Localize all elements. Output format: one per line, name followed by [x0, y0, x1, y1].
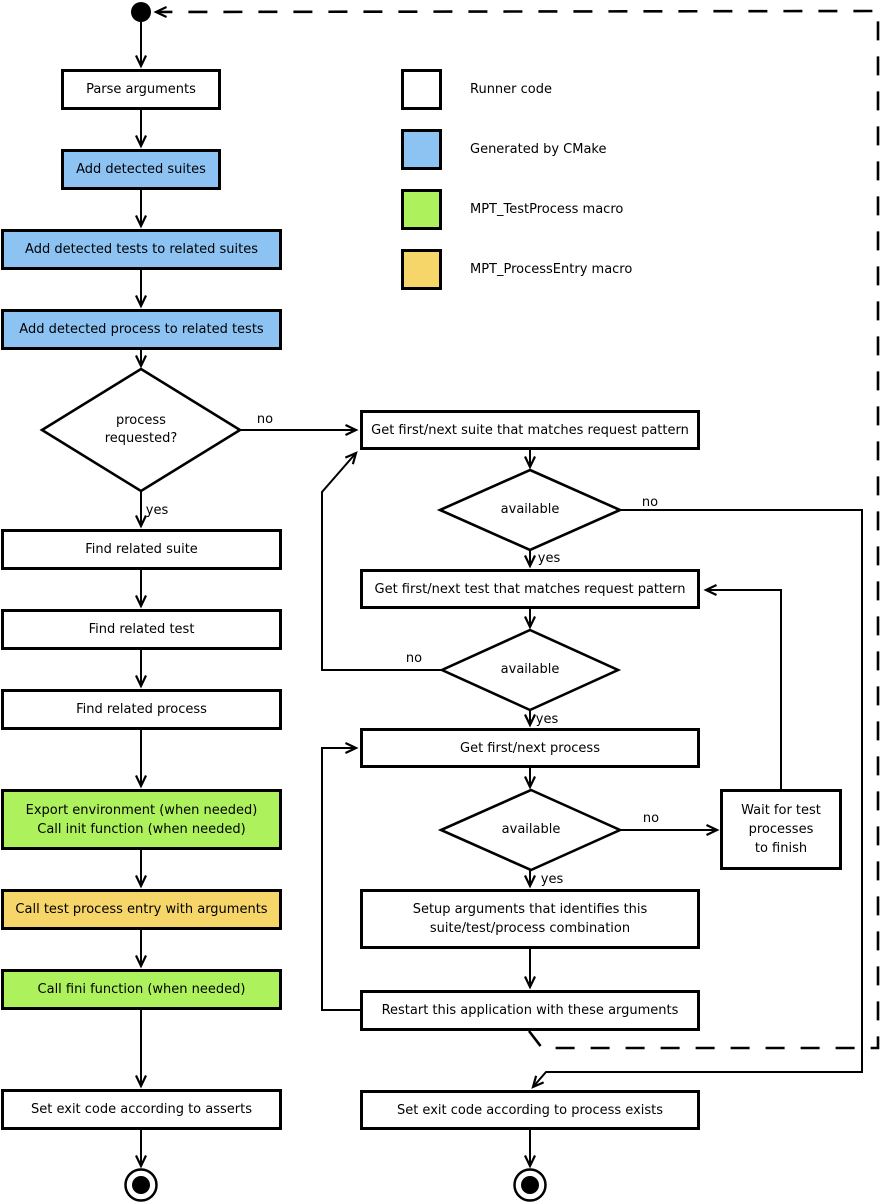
node-get-process: Get first/next process [360, 728, 700, 768]
decision-test-available-shape [438, 628, 622, 712]
decision-test-available-label: available [500, 662, 560, 677]
edge-label-process-requested-yes: yes [145, 502, 169, 518]
node-add-detected-process-label: Add detected process to related tests [19, 322, 264, 337]
node-add-detected-tests: Add detected tests to related suites [1, 229, 282, 270]
end-node-right [513, 1168, 547, 1202]
node-setup-arguments: Setup arguments that identifies this sui… [360, 889, 700, 949]
node-call-test-process-entry-label: Call test process entry with arguments [15, 902, 268, 917]
node-set-exit-process-label: Set exit code according to process exist… [396, 1102, 664, 1118]
legend-label-runner-code: Runner code [470, 82, 552, 97]
legend-label-generated-by-cmake: Generated by CMake [470, 142, 607, 157]
node-parse-arguments: Parse arguments [61, 69, 221, 110]
node-export-environment: Export environment (when needed) Call in… [1, 789, 282, 850]
node-wait-for-test: Wait for test processes to finish [720, 789, 842, 870]
edge-label-process-available-yes: yes [540, 871, 564, 887]
node-get-test: Get first/next test that matches request… [360, 569, 700, 609]
node-set-exit-asserts: Set exit code according to asserts [1, 1089, 282, 1130]
decision-process-requested-shape [39, 367, 243, 493]
node-find-related-test-label: Find related test [88, 622, 195, 637]
node-call-fini-label: Call fini function (when needed) [37, 982, 246, 997]
node-set-exit-asserts-label: Set exit code according to asserts [31, 1102, 252, 1117]
legend-swatch-mpt-processentry-macro [401, 249, 442, 290]
edge-label-suite-available-no: no [641, 494, 659, 510]
edge-avail2-no-loop [321, 451, 442, 671]
node-add-detected-process: Add detected process to related tests [1, 309, 282, 350]
edge-label-process-requested-no: no [256, 411, 274, 427]
right-column-edges [321, 450, 863, 1169]
edge-label-test-available-yes: yes [535, 711, 559, 727]
node-call-fini: Call fini function (when needed) [1, 969, 282, 1010]
decision-process-available-label: available [501, 822, 561, 837]
node-get-test-label: Get first/next test that matches request… [374, 581, 686, 597]
node-set-exit-process: Set exit code according to process exist… [360, 1090, 700, 1130]
start-node [131, 2, 151, 22]
left-column-edges [135, 22, 359, 1169]
edge-wait-loop-test [703, 584, 782, 789]
node-restart-application: Restart this application with these argu… [360, 990, 700, 1031]
legend-swatch-runner-code [401, 69, 442, 110]
node-get-process-label: Get first/next process [460, 740, 600, 756]
node-find-related-process-label: Find related process [76, 702, 207, 717]
node-setup-arguments-label: Setup arguments that identifies this sui… [412, 902, 648, 936]
edge-avail1-no-exit [531, 509, 863, 1089]
node-export-environment-label: Export environment (when needed) Call in… [25, 802, 258, 837]
legend-label-mpt-processentry-macro: MPT_ProcessEntry macro [470, 262, 633, 277]
node-add-detected-tests-label: Add detected tests to related suites [25, 242, 258, 257]
node-get-suite: Get first/next suite that matches reques… [360, 410, 700, 450]
node-find-related-suite-label: Find related suite [85, 542, 198, 557]
edge-restart-loop-process [321, 742, 360, 1011]
legend-swatch-generated-by-cmake [401, 129, 442, 170]
node-add-detected-suites: Add detected suites [61, 149, 221, 190]
node-find-related-suite: Find related suite [1, 529, 282, 570]
legend-label-mpt-testprocess-macro: MPT_TestProcess macro [470, 202, 624, 217]
node-parse-arguments-label: Parse arguments [86, 82, 196, 97]
decision-suite-available-shape [436, 468, 624, 552]
edge-label-suite-available-yes: yes [537, 550, 561, 566]
node-find-related-test: Find related test [1, 609, 282, 650]
decision-process-available-shape [437, 788, 624, 872]
legend-swatch-mpt-testprocess-macro [401, 189, 442, 230]
decision-shapes [39, 367, 624, 872]
node-find-related-process: Find related process [1, 689, 282, 730]
node-restart-application-label: Restart this application with these argu… [381, 1003, 679, 1018]
decision-process-requested-label: process requested? [104, 413, 178, 446]
restart-dashed-edge [153, 5, 880, 1050]
node-wait-for-test-label: Wait for test processes to finish [741, 803, 821, 856]
node-get-suite-label: Get first/next suite that matches reques… [371, 422, 689, 438]
end-node-left [124, 1168, 158, 1202]
node-call-test-process-entry: Call test process entry with arguments [1, 889, 282, 930]
edge-label-process-available-no: no [642, 810, 660, 826]
node-add-detected-suites-label: Add detected suites [76, 162, 206, 177]
decision-suite-available-label: available [500, 502, 560, 517]
edge-label-test-available-no: no [405, 650, 423, 666]
